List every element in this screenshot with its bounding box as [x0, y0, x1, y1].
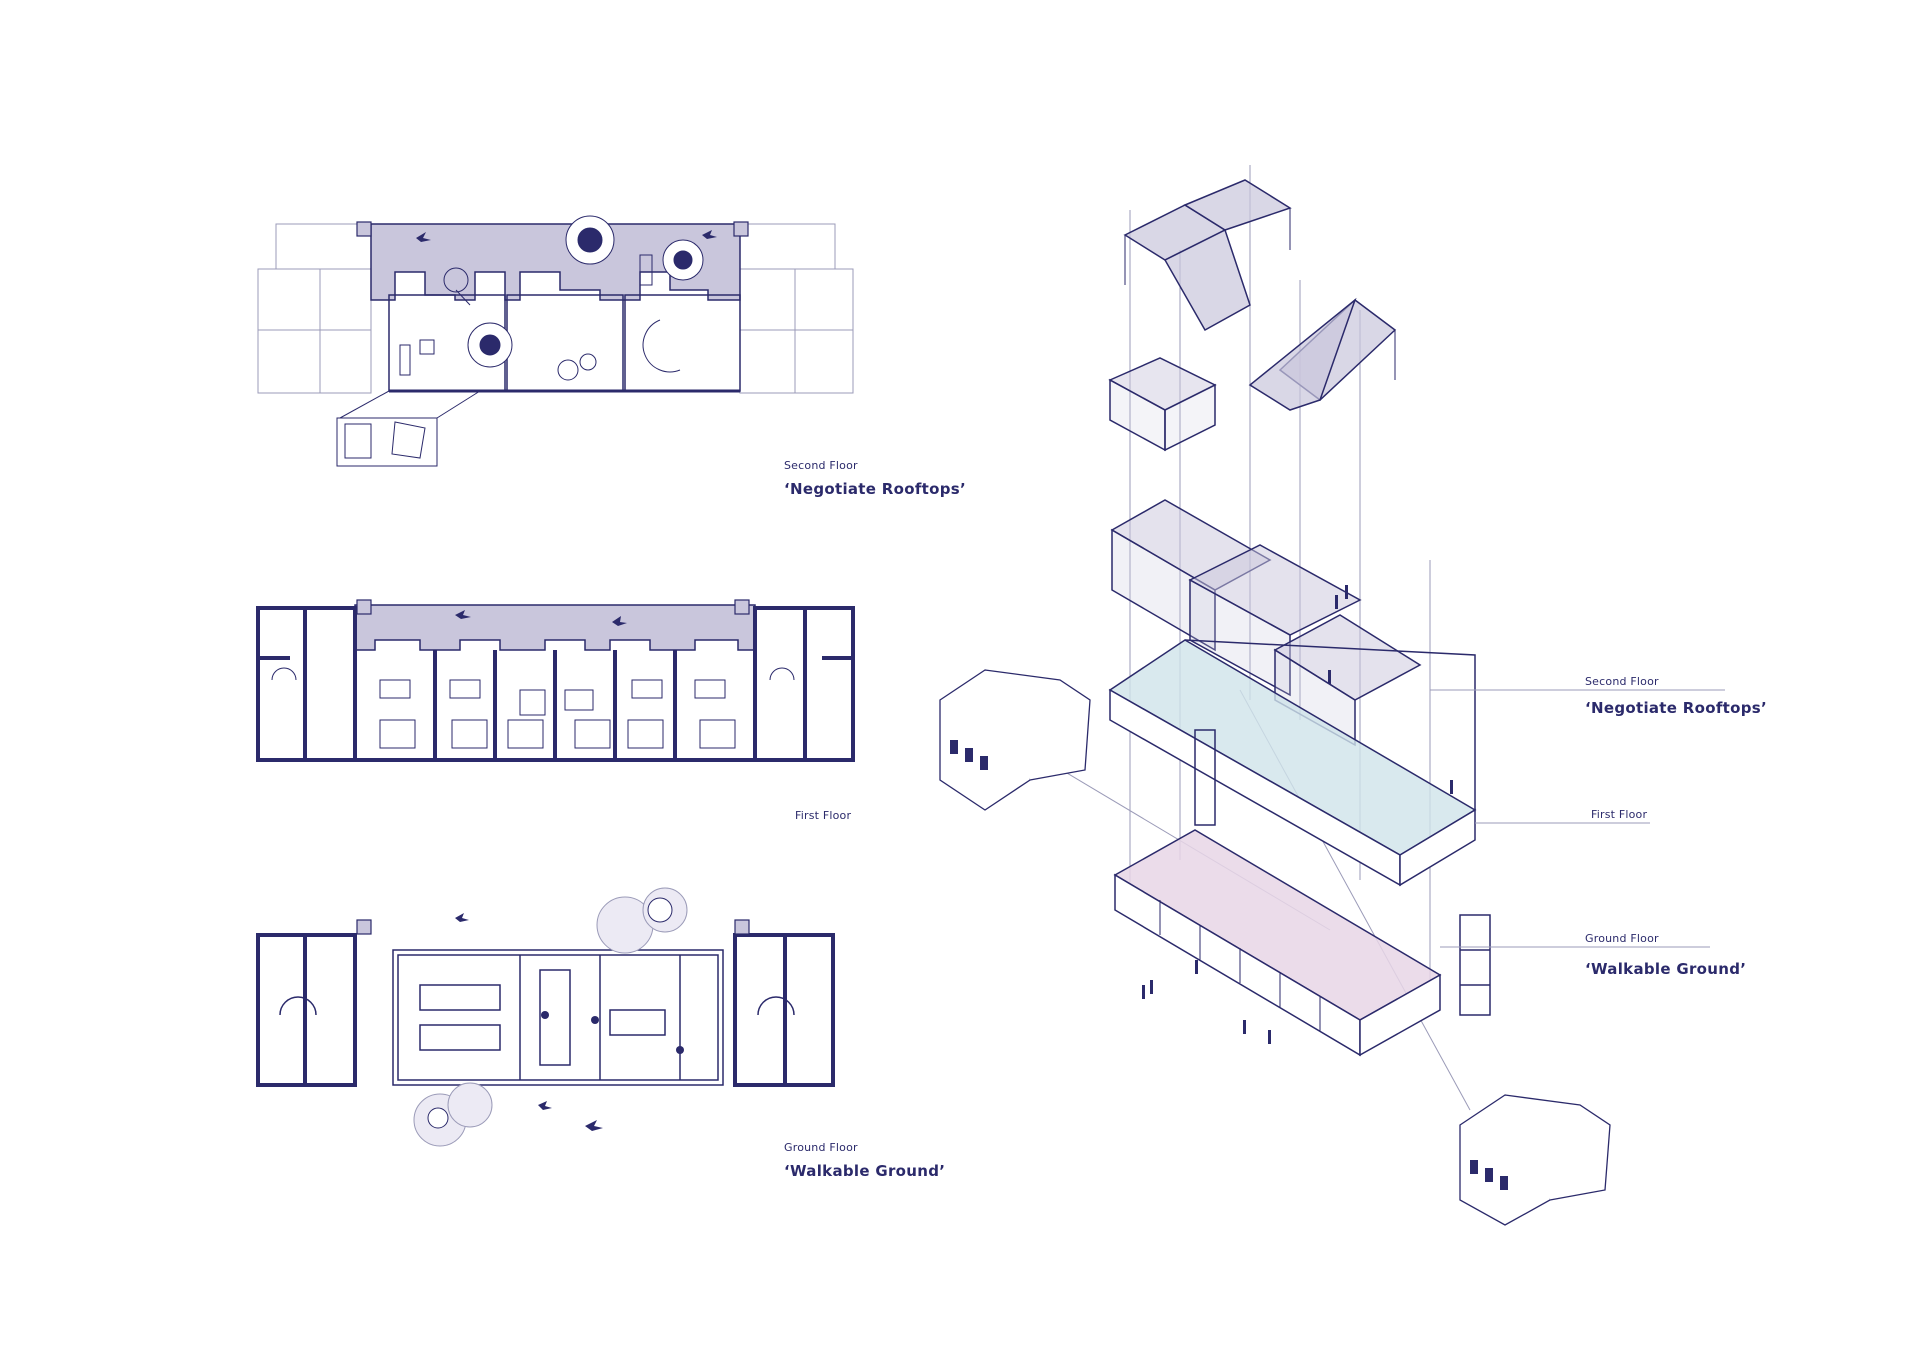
ground-floor-plan [256, 887, 835, 1147]
axo-first-floor-label: First Floor [1591, 808, 1648, 821]
axo-ground-floor-concept: ‘Walkable Ground’ [1585, 960, 1747, 978]
second-floor-plan [257, 215, 854, 467]
plan-first-floor-label: First Floor [795, 809, 852, 822]
axo-second-floor-label: Second Floor [1585, 675, 1659, 688]
plan-second-floor-concept: ‘Negotiate Rooftops’ [784, 480, 966, 498]
plan-second-floor-label: Second Floor [784, 459, 858, 472]
axo-ground-floor-label: Ground Floor [1585, 932, 1659, 945]
first-floor-plan [256, 599, 855, 762]
axo-second-floor-concept: ‘Negotiate Rooftops’ [1585, 699, 1767, 717]
exploded-axonometric [939, 165, 1725, 1226]
plan-ground-floor-concept: ‘Walkable Ground’ [784, 1162, 946, 1180]
plan-ground-floor-label: Ground Floor [784, 1141, 858, 1154]
